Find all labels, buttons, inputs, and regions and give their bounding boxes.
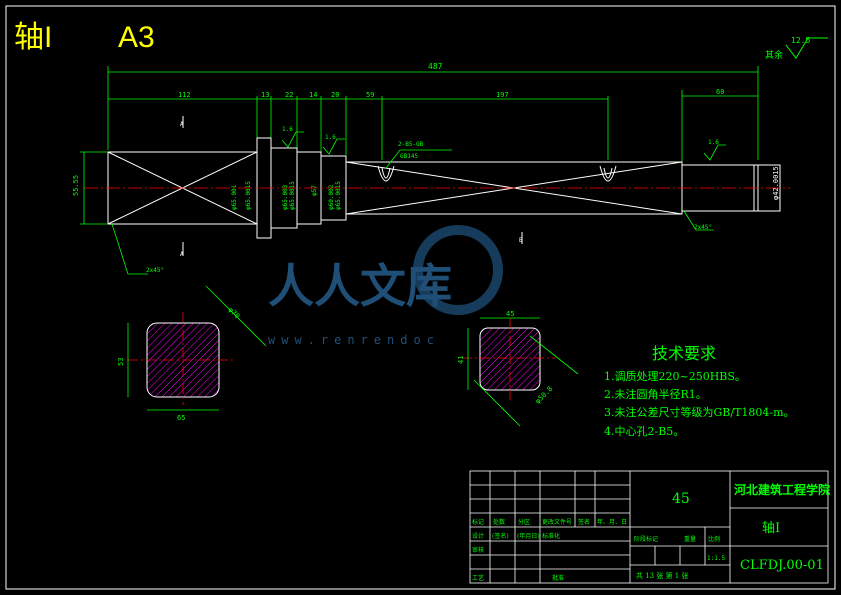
dim-d3: φ65.003 xyxy=(282,184,289,210)
tech-req-item: 2.未注圆角半径R1。 xyxy=(604,387,707,401)
tb-row-label: 更改文件号 xyxy=(542,518,572,526)
tb-weight-label: 重量 xyxy=(684,535,696,543)
watermark: 人人文库 www.renrendoc xyxy=(268,225,503,347)
dim-left-dia: 55.55 xyxy=(72,175,80,196)
tb-design-label: 设计 xyxy=(472,532,484,540)
center-holes xyxy=(377,165,617,182)
tb-stage-label: 阶段标记 xyxy=(634,535,658,543)
dim-seg3: 22 xyxy=(285,91,293,99)
center-hole-label-b: GB145 xyxy=(400,153,418,160)
section-mark-b: B xyxy=(519,237,523,244)
surface-finish-symbol: 其余 12.5 xyxy=(765,36,828,61)
section-view-right xyxy=(462,317,579,427)
roughness-symbols xyxy=(281,131,726,161)
header-title: 轴I xyxy=(14,21,52,54)
tb-design-sign: (签名) xyxy=(492,532,509,540)
dim-seg4: 14 xyxy=(309,91,317,99)
tb-craft-label: 工艺 xyxy=(472,574,484,582)
section-mark-a-bottom: A xyxy=(180,251,184,258)
dim-seg5: 20 xyxy=(331,91,339,99)
dim-d2: φ65.0015 xyxy=(245,181,252,210)
tb-approve-label: 批准 xyxy=(552,574,564,582)
dim-d4: φ65.0015 xyxy=(289,181,296,210)
tb-row-label: 处数 xyxy=(493,518,505,526)
chamfer-left: 2x45° xyxy=(146,267,164,274)
dim-d1: φ65.001 xyxy=(231,184,238,210)
section-left-height: 53 xyxy=(117,358,125,366)
dim-seg8: 60 xyxy=(716,88,724,96)
title-block-text: 45 河北建筑工程学院 轴I CLFDJ.00-01 1:1.5 阶段标记 重量… xyxy=(472,482,830,582)
tb-sheet-info: 共 13 张 第 1 张 xyxy=(636,571,689,580)
section-mark-a-top: A xyxy=(180,121,184,128)
tb-row-label: 签名 xyxy=(578,518,590,526)
tech-req-item: 1.调质处理220~250HBS。 xyxy=(604,370,746,383)
tb-school: 河北建筑工程学院 xyxy=(733,482,830,497)
tech-req-title: 技术要求 xyxy=(652,344,716,363)
tb-material: 45 xyxy=(672,491,690,507)
section-left-diag: φ70 xyxy=(227,306,242,321)
header-sheet-size: A3 xyxy=(118,21,155,54)
tech-req-item: 3.未注公差尺寸等级为GB/T1804-m。 xyxy=(604,405,795,419)
dim-seg7: 197 xyxy=(496,91,509,99)
title-block xyxy=(469,470,829,584)
section-view-left xyxy=(127,285,267,411)
center-hole-leader xyxy=(385,149,452,169)
dim-d6: φ60.002 xyxy=(328,184,335,210)
roughness-c: 1.6 xyxy=(708,139,719,146)
section-markers xyxy=(182,116,523,256)
chamfer-leaders xyxy=(111,210,714,275)
segment-dimensions xyxy=(108,90,758,165)
tb-check-label: 审核 xyxy=(472,546,484,554)
drawing-border xyxy=(5,5,836,590)
center-hole-label: 2-B5-GB xyxy=(398,141,424,148)
tb-row-label: 年、月、日 xyxy=(597,518,627,526)
section-left-width: 65 xyxy=(177,414,185,422)
dim-seg6: 59 xyxy=(366,91,374,99)
surface-finish-value: 12.5 xyxy=(791,36,810,45)
section-right-height: 41 xyxy=(457,356,465,364)
tb-scale-label: 比例 xyxy=(708,535,720,543)
section-right-width: 45 xyxy=(506,310,514,318)
dim-seg2: 13 xyxy=(261,91,269,99)
tb-row-label: 标记 xyxy=(472,518,484,526)
tb-standard-label: 标准化 xyxy=(542,532,560,540)
roughness-a: 1.6 xyxy=(282,126,293,133)
tb-design-date: (年月日) xyxy=(517,532,540,540)
surface-finish-label: 其余 xyxy=(765,49,783,61)
tb-scale: 1:1.5 xyxy=(707,555,725,562)
dim-right-dia: φ42.0015 xyxy=(772,166,780,200)
chamfer-right: 2x45° xyxy=(694,224,712,231)
roughness-b: 1.6 xyxy=(325,134,336,141)
tb-drawing-no: CLFDJ.00-01 xyxy=(740,558,824,573)
left-diameter-dim xyxy=(80,151,108,225)
tb-row-label: 分区 xyxy=(518,518,530,526)
tech-req-item: 4.中心孔2-B5。 xyxy=(604,425,684,438)
watermark-url: www.renrendoc xyxy=(268,333,440,347)
dim-d5: φ57 xyxy=(311,185,318,196)
dim-d7: φ65.0015 xyxy=(335,181,342,210)
tech-requirements: 技术要求 1.调质处理220~250HBS。 2.未注圆角半径R1。 3.未注公… xyxy=(604,344,795,438)
dim-overall: 487 xyxy=(428,62,443,71)
watermark-text: 人人文库 xyxy=(268,260,452,312)
dim-seg1: 112 xyxy=(178,91,191,99)
overall-dimension xyxy=(107,66,759,160)
tb-part-name: 轴I xyxy=(762,521,780,536)
